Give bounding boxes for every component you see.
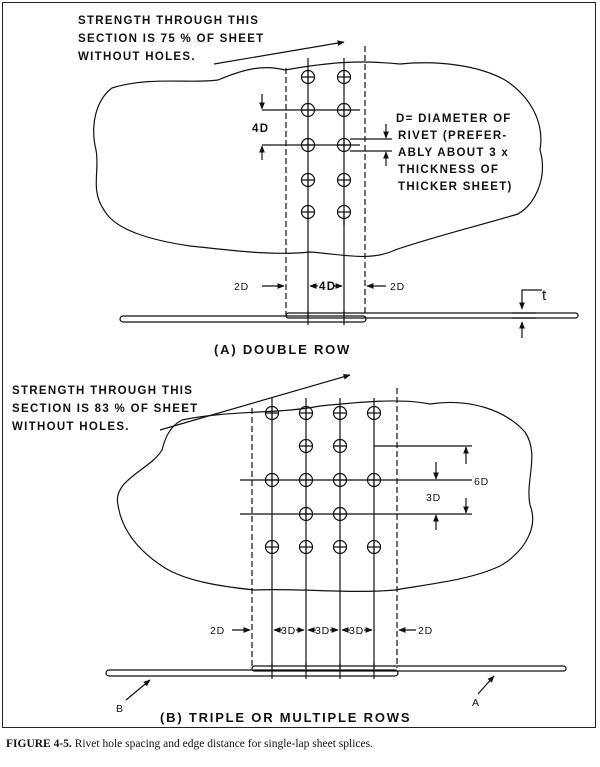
panel-b-row-spacing-label: 3D: [281, 625, 296, 637]
panel-a-double-row: [93, 40, 579, 338]
panel-a-pitch-label: 4D: [252, 123, 269, 135]
panel-a-diameter-note-line: RIVET (PREFER-: [398, 130, 508, 142]
figure-caption-text: Rivet hole spacing and edge distance for…: [71, 738, 373, 750]
panel-a-diameter-note-line: D= DIAMETER OF: [396, 113, 512, 125]
panel-a-strength-note-line: SECTION IS 75 % OF SHEET: [78, 33, 264, 45]
panel-b-caption: (B) TRIPLE OR MULTIPLE ROWS: [160, 710, 411, 725]
panel-b-edge-left-label: 2D: [210, 625, 225, 637]
panel-b-sheet-upper: [251, 665, 567, 672]
panel-b-strength-note-line: WITHOUT HOLES.: [12, 421, 130, 433]
panel-a-diameter-note-line: THICKNESS OF: [398, 164, 499, 176]
panel-a-sheet-lower: [119, 315, 367, 323]
panel-b-sheet-b-label: B: [116, 703, 124, 715]
panel-b-sheet-a-leader: [477, 675, 495, 695]
panel-b-row-spacing-label: 3D: [315, 625, 330, 637]
panel-a-strength-note-line: STRENGTH THROUGH THIS: [78, 15, 259, 27]
panel-b-strength-note-line: SECTION IS 83 % OF SHEET: [12, 403, 198, 415]
panel-b-stagger-label: 3D: [426, 492, 441, 504]
panel-a-rivet-holes: [300, 69, 352, 226]
panel-a-thickness-label: t: [542, 287, 547, 304]
panel-b-edge-right-label: 2D: [418, 625, 433, 637]
panel-a-sheet-outline: [93, 61, 544, 258]
panel-a-strength-leader: [213, 40, 345, 65]
panel-a-sheet-upper: [285, 312, 579, 319]
panel-b-sheet-outline: [116, 400, 534, 593]
panel-a-diameter-note-line: THICKER SHEET): [398, 181, 513, 193]
panel-b-row-spacing-label: 3D: [349, 625, 364, 637]
panel-a-row-spacing-label: 4D: [319, 281, 336, 293]
panel-a-thickness-arrow-top: [519, 289, 542, 310]
panel-b-strength-note-line: STRENGTH THROUGH THIS: [12, 385, 193, 397]
panel-b-rivet-holes: [264, 405, 382, 555]
panel-a-caption: (A) DOUBLE ROW: [214, 342, 351, 357]
panel-a-strength-note-line: WITHOUT HOLES.: [78, 51, 196, 63]
panel-b-strength-leader: [159, 374, 351, 431]
panel-a-diameter-note-line: ABLY ABOUT 3 x: [398, 147, 509, 159]
panel-b-triple-row: [105, 374, 567, 701]
figure-frame: [2, 2, 596, 728]
figure-caption-label: FIGURE 4-5.: [6, 738, 72, 750]
panel-b-pitch-label: 6D: [474, 476, 489, 488]
panel-a-edge-right-label: 2D: [390, 281, 405, 293]
panel-b-sheet-a-label: A: [472, 697, 480, 709]
panel-b-sheet-b-leader: [125, 679, 151, 701]
figure-caption: FIGURE 4-5. Rivet hole spacing and edge …: [6, 738, 596, 750]
panel-a-edge-left-label: 2D: [234, 281, 249, 293]
